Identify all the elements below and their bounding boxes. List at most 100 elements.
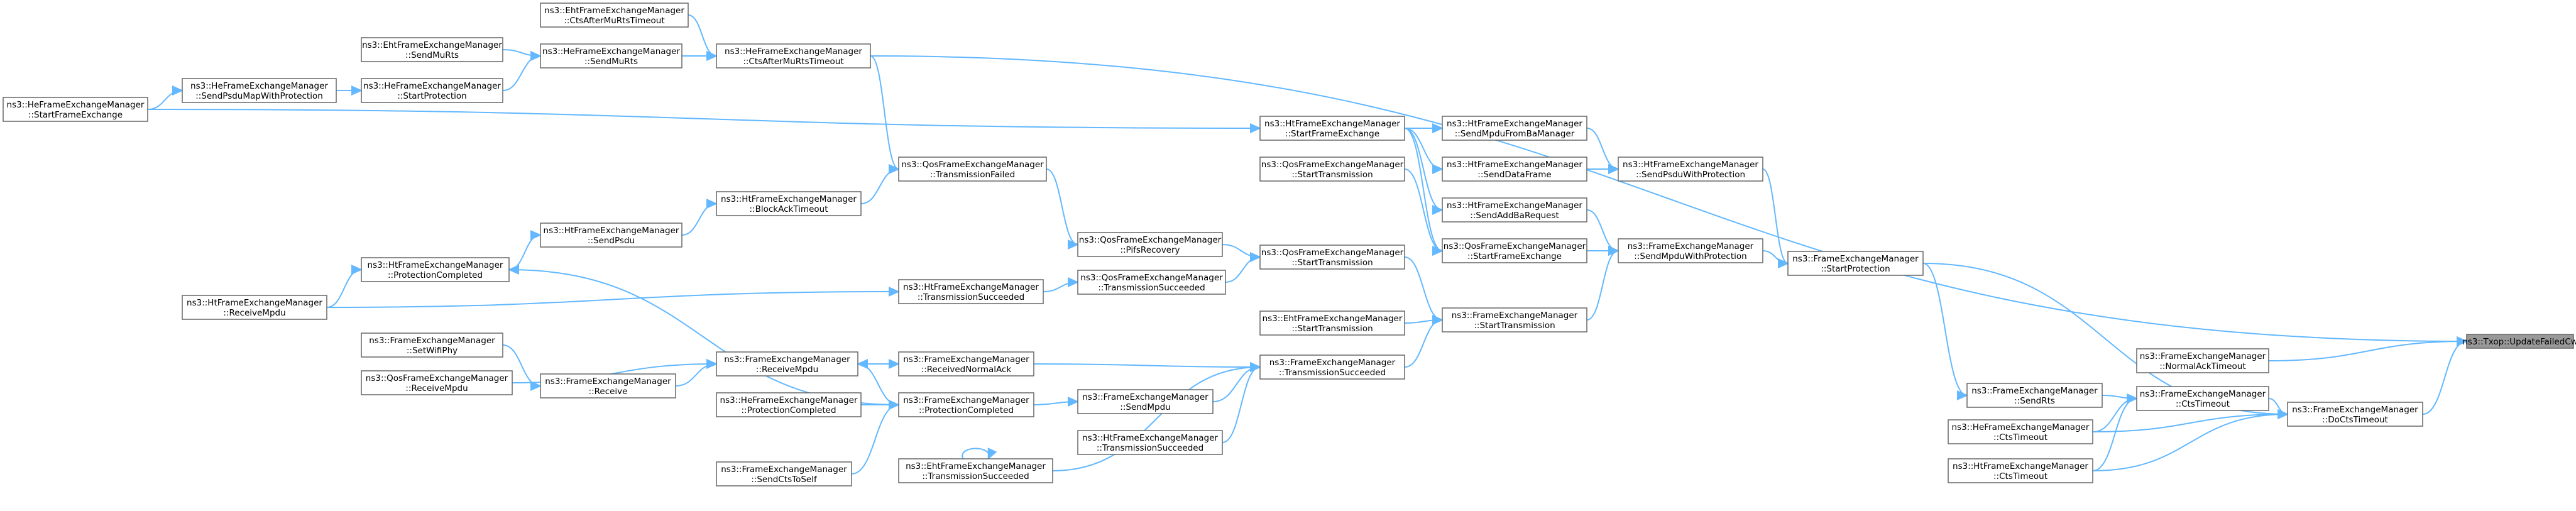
node-class-label: ns3::HtFrameExchangeManager [1447,201,1582,211]
node-method-label: ::ProtectionCompleted [388,270,483,280]
node-box [1442,116,1587,141]
function-node[interactable]: ns3::HtFrameExchangeManager::BlockAckTim… [716,191,862,216]
node-class-label: ns3::HeFrameExchangeManager [1952,422,2090,432]
function-node[interactable]: ns3::FrameExchangeManager::ProtectionCom… [898,392,1034,417]
node-method-label: ::StartProtection [1821,264,1890,274]
node-box [2287,402,2423,427]
function-node[interactable]: ns3::QosFrameExchangeManager::ReceiveMpd… [361,370,513,395]
node-class-label: ns3::FrameExchangeManager [545,376,671,387]
function-node[interactable]: ns3::HeFrameExchangeManager::ProtectionC… [716,392,862,417]
node-method-label: ::StartTransmission [1474,321,1555,331]
function-node[interactable]: ns3::QosFrameExchangeManager::PifsRecove… [1077,232,1223,257]
node-method-label: ::TransmissionFailed [930,170,1015,180]
function-node[interactable]: ns3::HeFrameExchangeManager::StartProtec… [361,78,503,103]
function-node[interactable]: ns3::EhtFrameExchangeManager::SendMuRts [361,37,503,62]
node-box [716,43,871,69]
function-node[interactable]: ns3::HtFrameExchangeManager::SendPsdu [540,223,682,248]
function-node[interactable]: ns3::HtFrameExchangeManager::ReceiveMpdu [182,295,327,320]
node-box [716,461,852,486]
function-node[interactable]: ns3::HeFrameExchangeManager::CtsTimeout [1948,419,2093,444]
function-node[interactable]: ns3::FrameExchangeManager::SendMpduWithP… [1618,238,1763,263]
function-node[interactable]: ns3::EhtFrameExchangeManager::StartTrans… [1259,310,1405,336]
function-node[interactable]: ns3::FrameExchangeManager::SendRts [1966,383,2103,408]
node-class-label: ns3::HeFrameExchangeManager [720,395,858,405]
function-node[interactable]: ns3::QosFrameExchangeManager::StartFrame… [1442,238,1587,263]
node-method-label: ::PifsRecovery [1120,245,1180,255]
call-edge [1922,263,1968,400]
function-node[interactable]: ns3::HeFrameExchangeManager::StartFrameE… [3,97,148,122]
call-edge [1043,277,1079,292]
function-node[interactable]: ns3::HtFrameExchangeManager::SendDataFra… [1442,157,1587,182]
node-class-label: ns3::HtFrameExchangeManager [721,194,857,204]
function-node[interactable]: ns3::FrameExchangeManager::StartTransmis… [1442,307,1587,332]
function-node[interactable]: ns3::HeFrameExchangeManager::SendMuRts [540,43,682,69]
function-node[interactable]: ns3::FrameExchangeManager::CtsTimeout [2136,386,2269,411]
function-node[interactable]: ns3::HeFrameExchangeManager::SendPsduMap… [182,78,337,103]
node-method-label: ::TransmissionSucceeded [1097,443,1203,453]
call-edge [870,55,2468,346]
call-edge [2422,336,2468,415]
node-class-label: ns3::HeFrameExchangeManager [542,47,680,57]
function-node[interactable]: ns3::QosFrameExchangeManager::StartTrans… [1259,245,1405,270]
node-method-label: ::ReceivedNormalAck [921,365,1012,375]
function-node[interactable]: ns3::HtFrameExchangeManager::SendPsduWit… [1618,157,1763,182]
call-edge [508,230,542,270]
function-node[interactable]: ns3::FrameExchangeManager::DoCtsTimeout [2287,402,2423,427]
node-class-label: ns3::FrameExchangeManager [369,336,495,346]
function-node[interactable]: ns3::QosFrameExchangeManager::Transmissi… [898,157,1047,182]
node-class-label: ns3::EhtFrameExchangeManager [906,461,1046,471]
node-box [898,279,1044,304]
node-box [1077,270,1226,295]
function-node[interactable]: ns3::HtFrameExchangeManager::SendMpduFro… [1442,116,1587,141]
function-node[interactable]: ns3::QosFrameExchangeManager::StartTrans… [1259,157,1405,182]
function-node[interactable]: ns3::QosFrameExchangeManager::Transmissi… [1077,270,1226,295]
node-method-label: ::CtsTimeout [2176,399,2230,409]
function-node[interactable]: ns3::HtFrameExchangeManager::SendAddBaRe… [1442,197,1587,223]
node-box [2136,386,2269,411]
node-class-label: ns3::QosFrameExchangeManager [1261,160,1404,170]
node-method-label: ::SendMuRts [584,57,638,67]
node-class-label: ns3::QosFrameExchangeManager [1444,241,1586,251]
function-node[interactable]: ns3::FrameExchangeManager::StartProtecti… [1787,251,1924,276]
call-edge [1033,361,1261,372]
function-node[interactable]: ns3::HtFrameExchangeManager::Transmissio… [898,279,1044,304]
node-class-label: ns3::HtFrameExchangeManager [1447,119,1582,129]
function-node[interactable]: ns3::FrameExchangeManager::Receive [540,373,676,398]
function-node[interactable]: ns3::FrameExchangeManager::SendMpdu [1077,389,1214,414]
function-node[interactable]: ns3::FrameExchangeManager::ReceivedNorma… [898,351,1034,376]
node-method-label: ::SendRts [2014,396,2055,406]
node-box [1077,232,1223,257]
node-box [898,351,1034,376]
function-node[interactable]: ns3::EhtFrameExchangeManager::CtsAfterMu… [540,3,689,28]
function-node[interactable]: ns3::FrameExchangeManager::TransmissionS… [1259,354,1405,380]
node-method-label: ::BlockAckTimeout [750,204,828,214]
function-node[interactable]: ns3::FrameExchangeManager::ReceiveMpdu [716,351,858,376]
call-edge [962,448,997,460]
focus-function-node[interactable]: ns3::Txop::UpdateFailedCw [2462,334,2576,349]
call-edge [147,85,184,110]
node-method-label: ::CtsTimeout [1993,432,2047,442]
function-node[interactable]: ns3::HtFrameExchangeManager::ProtectionC… [361,257,510,282]
function-node[interactable]: ns3::FrameExchangeManager::SendCtsToSelf [716,461,852,486]
call-edge [1404,315,1444,368]
function-node[interactable]: ns3::HtFrameExchangeManager::Transmissio… [1077,430,1223,455]
call-edge [1404,128,1444,256]
function-node[interactable]: ns3::HtFrameExchangeManager::StartFrameE… [1259,116,1405,141]
function-node[interactable]: ns3::FrameExchangeManager::SetWifiPhy [361,332,503,358]
function-node[interactable]: ns3::EhtFrameExchangeManager::Transmissi… [898,458,1053,483]
node-box [716,351,858,376]
node-class-label: ns3::EhtFrameExchangeManager [362,40,502,50]
function-node[interactable]: ns3::HeFrameExchangeManager::CtsAfterMuR… [716,43,871,69]
node-box [361,332,503,358]
function-node[interactable]: ns3::HtFrameExchangeManager::CtsTimeout [1948,458,2093,483]
function-node[interactable]: ns3::FrameExchangeManager::NormalAckTime… [2136,348,2269,373]
node-class-label: ns3::HtFrameExchangeManager [1623,160,1758,170]
node-class-label: ns3::HtFrameExchangeManager [544,226,679,236]
node-box [361,78,503,103]
node-box [361,257,510,282]
call-edge [2268,336,2468,361]
node-box [1077,430,1223,455]
node-box [1618,157,1763,182]
node-class-label: ns3::QosFrameExchangeManager [366,373,508,383]
node-method-label: ::CtsAfterMuRtsTimeout [743,57,843,67]
